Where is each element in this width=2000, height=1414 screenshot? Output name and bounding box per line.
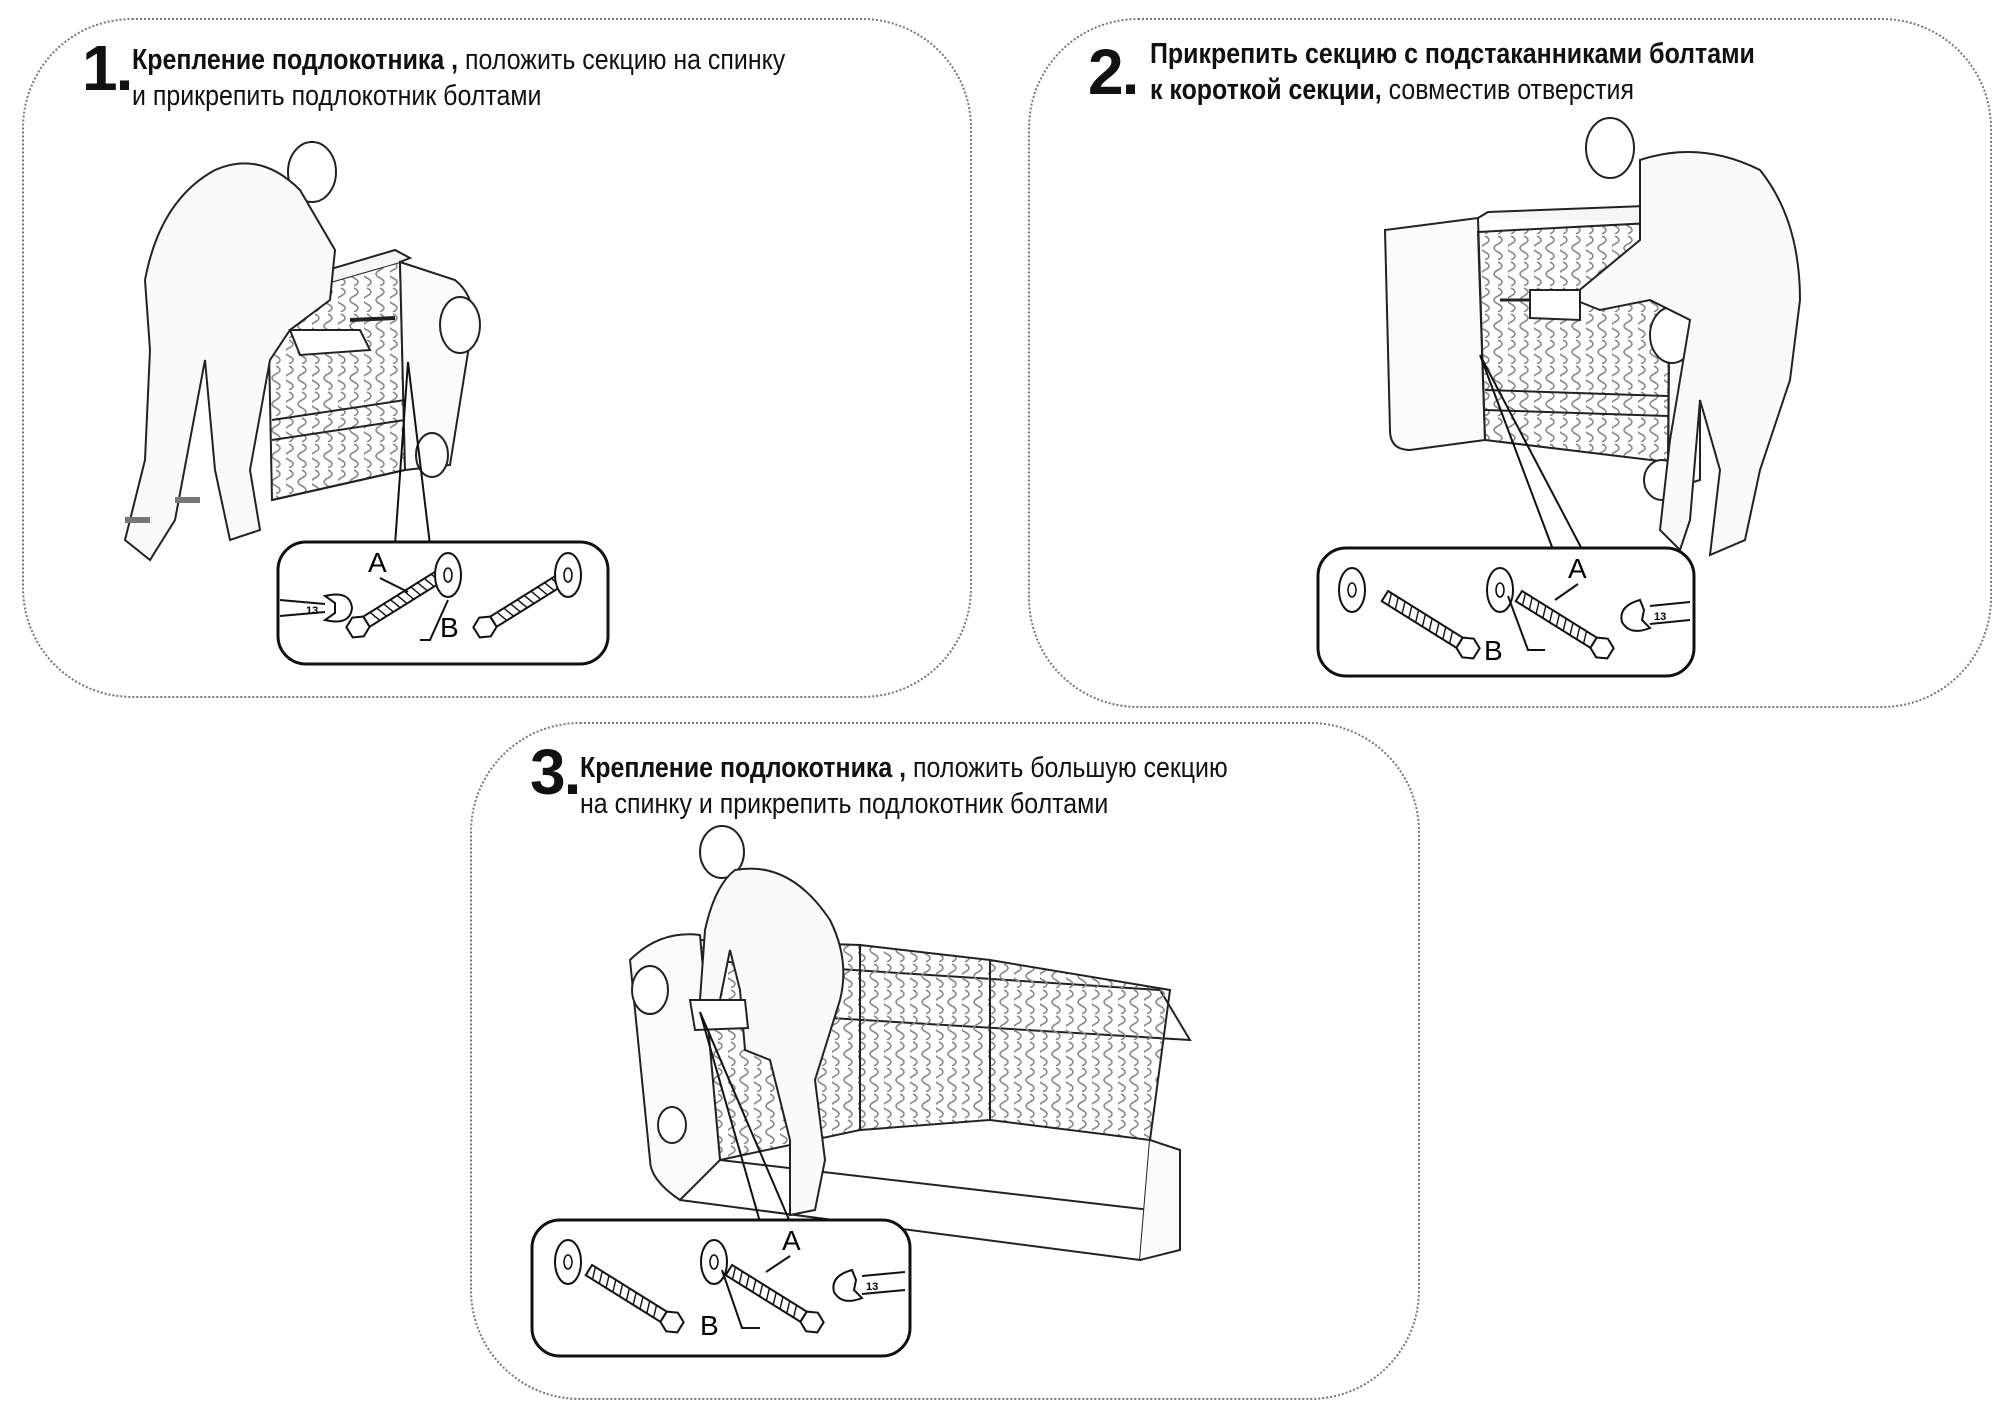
label-b: B [1484, 635, 1503, 666]
washer-icon [700, 1239, 728, 1285]
step-3-text: положить большую секцию [906, 752, 1228, 784]
step-2-text: совместив отверстия [1381, 74, 1634, 106]
wrench-size-label: 13 [306, 605, 318, 617]
wrench-size-label: 13 [866, 1281, 878, 1293]
step-2-caption: Прикрепить секцию с подстаканниками болт… [1150, 36, 1755, 108]
step-3-illustration: 13 A B [530, 825, 1192, 1358]
step-2-title-line2: к короткой секции, [1150, 74, 1382, 106]
worker-illustration [123, 141, 396, 562]
washer-icon [1486, 567, 1514, 613]
label-b: B [440, 612, 459, 643]
wrench-icon: 13 [832, 1268, 906, 1302]
step-1-panel [22, 18, 972, 698]
step-2-number: 2. [1088, 36, 1139, 108]
wrench-size-label: 13 [1654, 611, 1666, 623]
step-1-text: положить секцию на спинку [458, 44, 786, 76]
step-2-panel [1028, 18, 1992, 708]
washer-icon [554, 552, 582, 598]
step-2-title: Прикрепить секцию с подстаканниками болт… [1150, 38, 1755, 70]
label-a: A [1568, 553, 1587, 584]
worker-illustration [688, 825, 845, 1217]
step-3-number: 3. [530, 736, 581, 808]
label-a: A [368, 547, 387, 578]
step-1-number: 1. [82, 32, 133, 104]
label-b: B [700, 1310, 719, 1341]
washer-icon [1338, 567, 1366, 613]
label-a: A [782, 1225, 801, 1256]
step-1-text-line2: и прикрепить подлокотник болтами [132, 80, 542, 112]
worker-illustration [1500, 117, 1802, 557]
wrench-icon: 13 [279, 593, 354, 623]
step-3-panel [470, 722, 1420, 1400]
step-3-title: Крепление подлокотника , [580, 752, 907, 784]
washer-icon [554, 1239, 582, 1285]
step-1-illustration: 13 A B [123, 141, 610, 666]
washer-icon [434, 552, 462, 598]
sofa-section-illustration [258, 248, 481, 502]
wrench-icon: 13 [1620, 598, 1691, 632]
step-2-illustration: 13 A B [1316, 117, 1802, 678]
step-1-caption: Крепление подлокотника , положить секцию… [132, 42, 785, 114]
step-1-title: Крепление подлокотника , [132, 44, 459, 76]
step-3-caption: Крепление подлокотника , положить большу… [580, 750, 1228, 822]
step-3-text-line2: на спинку и прикрепить подлокотник болта… [580, 788, 1109, 820]
